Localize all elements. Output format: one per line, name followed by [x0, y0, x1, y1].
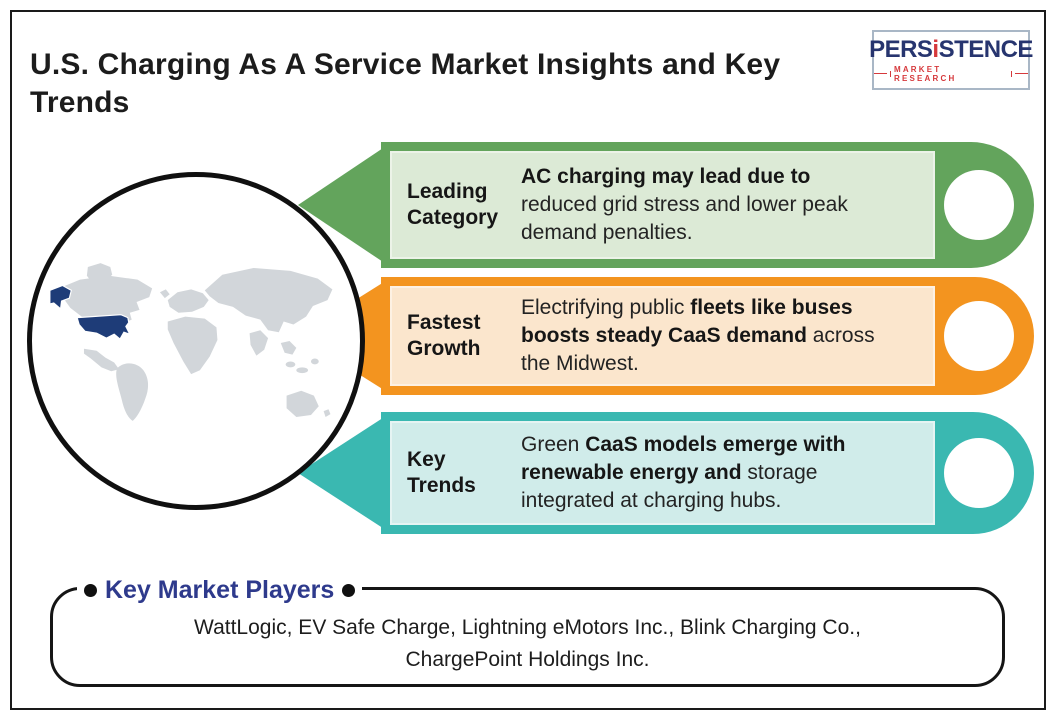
logo-tick-left [889, 70, 891, 77]
logo-word-part: PERS [869, 35, 933, 63]
logo-tick-right [1011, 70, 1013, 77]
row-label: Fastest Growth [407, 310, 481, 360]
map-usa-highlight [76, 313, 131, 340]
players-list: WattLogic, EV Safe Charge, Lightning eMo… [194, 616, 861, 671]
map-central-america [83, 348, 120, 371]
logo-rule-left [874, 73, 887, 74]
bullet-dot-left [84, 583, 97, 597]
logo-word-accent: i [932, 35, 939, 63]
decorative-circle [944, 301, 1014, 371]
world-map-icon [49, 262, 333, 421]
bullet-dot-right [342, 583, 356, 597]
map-island [296, 366, 309, 373]
ribbon-content-panel: Key Trends Green CaaS models emerge with… [390, 421, 935, 525]
persistence-logo: PERSiSTENCE MARKET RESEARCH [869, 30, 1034, 90]
logo-word-part: STENCE [938, 35, 1034, 63]
map-europe [167, 288, 209, 313]
ribbon-content-panel: Leading Category AC charging may lead du… [390, 151, 935, 259]
decorative-circle [944, 438, 1014, 508]
map-india [249, 329, 269, 356]
logo-subtitle: MARKET RESEARCH [893, 64, 957, 83]
page-title: U.S. Charging As A Service Market Insigh… [30, 48, 781, 119]
map-africa [167, 316, 218, 374]
map-uk [159, 288, 170, 298]
ribbon-body: Fastest Growth Electrifying public fleet… [381, 277, 1034, 395]
key-market-players-box: Key Market Players WattLogic, EV Safe Ch… [50, 572, 1005, 687]
logo-wordmark: PERSiSTENCE [869, 35, 1034, 63]
map-canada [58, 275, 153, 323]
row-label: Leading Category [407, 179, 499, 229]
world-map-globe [27, 172, 365, 510]
insight-row-leading-category: Leading Category AC charging may lead du… [298, 142, 1034, 268]
page-border-frame [10, 10, 1046, 710]
map-new-zealand [323, 408, 331, 417]
logo-subtitle-row: MARKET RESEARCH [874, 65, 1028, 83]
map-south-america [116, 362, 149, 421]
map-australia [286, 390, 319, 417]
ribbon-body: Key Trends Green CaaS models emerge with… [381, 412, 1034, 534]
ribbon-content-panel: Fastest Growth Electrifying public fleet… [390, 286, 935, 386]
row-label: Key Trends [407, 447, 476, 497]
ribbon-body: Leading Category AC charging may lead du… [381, 142, 1034, 268]
logo-rule-right [1015, 73, 1028, 74]
decorative-circle [944, 170, 1014, 240]
map-island [310, 358, 319, 364]
map-se-asia [280, 340, 297, 355]
key-market-players-title: Key Market Players [105, 575, 335, 604]
insight-row-fastest-growth: Fastest Growth Electrifying public fleet… [298, 277, 1034, 395]
map-alaska-highlight [49, 284, 72, 310]
insight-row-key-trends: Key Trends Green CaaS models emerge with… [298, 412, 1034, 534]
map-island [285, 360, 296, 367]
map-asia [204, 267, 333, 332]
key-market-players-heading: Key Market Players [77, 572, 363, 608]
